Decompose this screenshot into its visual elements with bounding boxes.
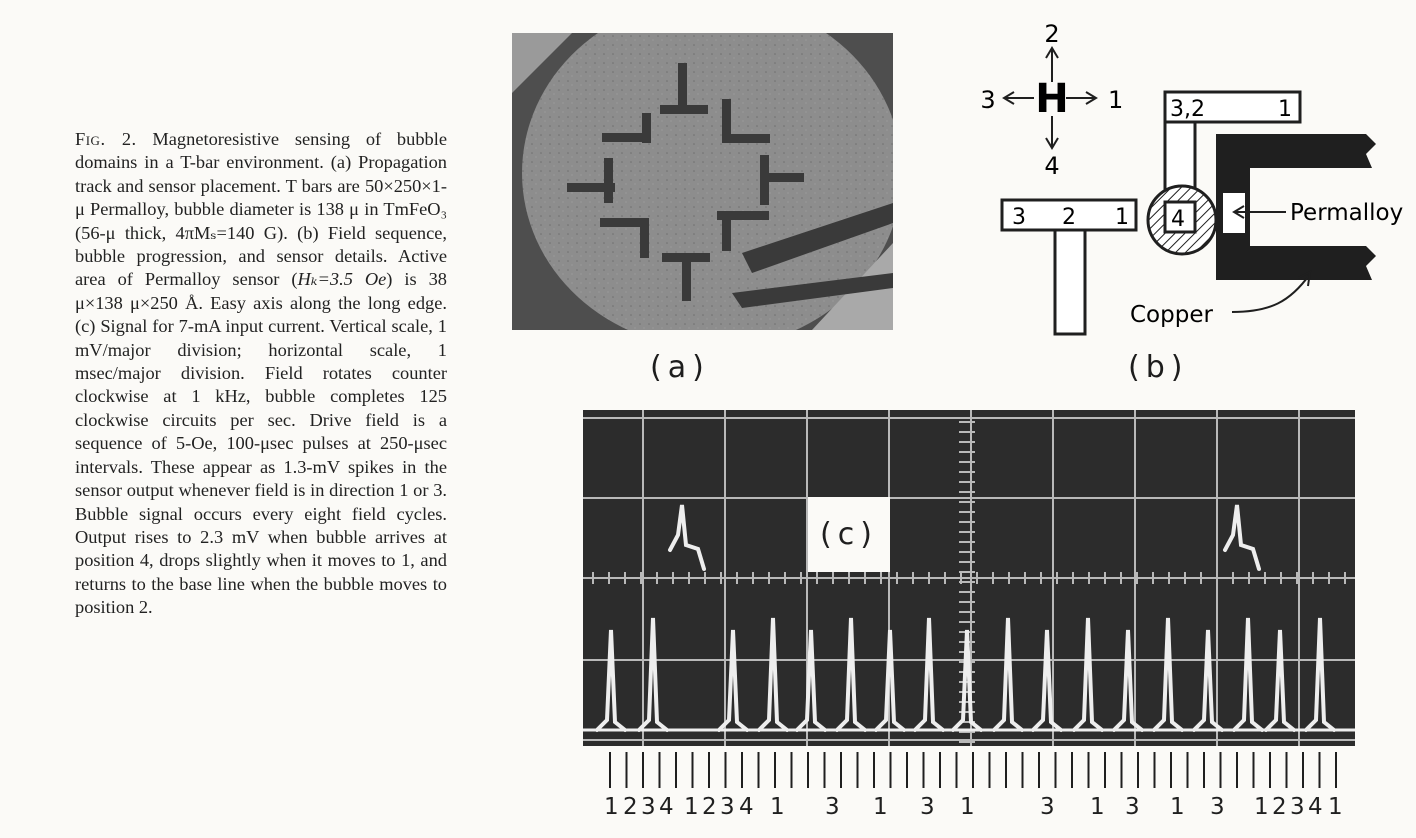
timeline-position-label: 3 xyxy=(1040,794,1055,820)
figure-caption: Fig. 2. Magnetoresistive sensing of bubb… xyxy=(75,128,447,620)
oscilloscope-trace xyxy=(583,410,1355,746)
panel-label-a: (a) xyxy=(650,350,710,385)
timeline-position-label: 3 xyxy=(720,794,735,820)
bubble-pos-4: 4 xyxy=(1171,207,1185,232)
timeline-position-label: 1 xyxy=(604,794,619,820)
bubble-signal-trace xyxy=(668,504,706,571)
signal-spike xyxy=(874,629,906,732)
lbar-pos-1: 1 xyxy=(1278,97,1292,122)
timeline-position-label: 3 xyxy=(1210,794,1225,820)
timeline-position-label: 2 xyxy=(1272,794,1287,820)
signal-spike xyxy=(992,617,1024,732)
timeline-position-label: 1 xyxy=(960,794,975,820)
propagation-track-photo xyxy=(512,33,893,330)
timeline-position-label: 1 xyxy=(1170,794,1185,820)
caption-text-part2: ) is 38 μ×138 μ×250 Å. Easy axis along t… xyxy=(75,269,448,618)
permalloy-label: Permalloy xyxy=(1290,200,1403,226)
timeline-position-label: 3 xyxy=(641,794,656,820)
signal-spike xyxy=(637,617,669,732)
timeline-position-label: 2 xyxy=(623,794,638,820)
timeline-position-label: 1 xyxy=(770,794,785,820)
signal-spike xyxy=(757,617,789,732)
panel-label-b: (b) xyxy=(1128,350,1189,385)
signal-spike xyxy=(595,629,627,732)
tbar-pos-1: 1 xyxy=(1115,205,1129,230)
timeline-position-label: 4 xyxy=(659,794,674,820)
caption-text-part1: Magnetoresistive sensing of bubble domai… xyxy=(75,129,447,290)
signal-spike xyxy=(1031,629,1063,732)
signal-spike xyxy=(1264,629,1296,732)
timeline-position-label: 3 xyxy=(1125,794,1140,820)
signal-spike xyxy=(717,629,749,732)
timeline-position-label: 3 xyxy=(825,794,840,820)
signal-spike xyxy=(1192,629,1224,732)
timeline-position-label: 1 xyxy=(1090,794,1105,820)
copper-label: Copper xyxy=(1130,302,1213,328)
signal-spike xyxy=(1072,617,1104,732)
signal-spike xyxy=(795,629,827,732)
tbar-pos-3: 3 xyxy=(1012,205,1026,230)
timeline-position-label: 1 xyxy=(1254,794,1269,820)
signal-spike xyxy=(1304,617,1336,732)
lbar-pos-3-2: 3,2 xyxy=(1170,97,1205,122)
timeline-position-label: 1 xyxy=(873,794,888,820)
timeline-position-label: 3 xyxy=(1290,794,1305,820)
timeline-position-label: 4 xyxy=(1308,794,1323,820)
direction-4-label: 4 xyxy=(1044,152,1059,180)
timeline-position-label: 1 xyxy=(684,794,699,820)
timeline-position-label: 2 xyxy=(702,794,717,820)
signal-spike xyxy=(1152,617,1184,732)
signal-spike xyxy=(1112,629,1144,732)
caption-hk: Hₖ=3.5 Oe xyxy=(297,269,387,290)
signal-spike xyxy=(1232,617,1264,732)
signal-spike xyxy=(951,629,983,732)
direction-2-label: 2 xyxy=(1044,20,1059,48)
signal-spike xyxy=(913,617,945,732)
field-h-label: H xyxy=(1035,76,1068,122)
direction-3-label: 3 xyxy=(980,86,995,114)
signal-spike xyxy=(835,617,867,732)
direction-1-label: 1 xyxy=(1108,86,1123,114)
figure-label: Fig. 2. xyxy=(75,129,137,149)
field-sequence-diagram: 2 H 1 3 4 3 2 1 3,2 1 4 Permalloy Copper xyxy=(980,20,1403,336)
timeline-position-label: 3 xyxy=(920,794,935,820)
panel-label-c: (c) xyxy=(808,497,890,572)
bubble-signal-trace xyxy=(1223,504,1261,571)
t-bar-shape xyxy=(1000,198,1138,336)
timeline-position-label: 1 xyxy=(1328,794,1343,820)
timeline-position-label: 4 xyxy=(739,794,754,820)
tbar-pos-2: 2 xyxy=(1062,205,1076,230)
